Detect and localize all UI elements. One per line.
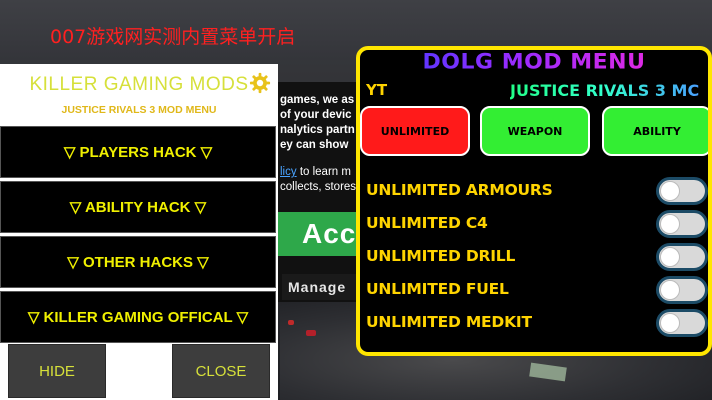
manage-button[interactable]: Manage (282, 274, 368, 300)
toggle-label-fuel: UNLIMITED FUEL (366, 280, 509, 298)
accept-button[interactable]: Acc (276, 212, 366, 256)
toggle-knob (660, 313, 680, 333)
toggle-knob (660, 280, 680, 300)
consent-text-line: ey can show (280, 139, 349, 151)
medkit-toggle[interactable] (656, 309, 708, 337)
can-prop (288, 320, 294, 325)
tab-unlimited[interactable]: UNLIMITED (360, 106, 470, 156)
fuel-toggle[interactable] (656, 276, 708, 304)
toggle-label-medkit: UNLIMITED MEDKIT (366, 313, 532, 331)
toggle-label-armours: UNLIMITED ARMOURS (366, 181, 553, 199)
ability-hack-button[interactable]: ▽ ABILITY HACK ▽ (0, 181, 276, 233)
toggle-label-c4: UNLIMITED C4 (366, 214, 488, 232)
toggle-knob (660, 181, 680, 201)
toggle-label-drill: UNLIMITED DRILL (366, 247, 516, 265)
tab-weapon[interactable]: WEAPON (480, 106, 590, 156)
privacy-policy-link[interactable]: licy (280, 166, 297, 178)
toggle-knob (660, 247, 680, 267)
game-name-label: JUSTICE RIVALS 3 MC (510, 81, 700, 100)
menu-subtitle: JUSTICE RIVALS 3 MOD MENU (61, 104, 217, 116)
other-hacks-button[interactable]: ▽ OTHER HACKS ▽ (0, 236, 276, 288)
menu-title: KILLER GAMING MODS (29, 74, 249, 95)
consent-dialog: games, we as of your devic nalytics part… (278, 82, 368, 302)
consent-text-line: to learn m (296, 166, 351, 178)
can-prop (306, 330, 316, 336)
consent-text-line: collects, stores (280, 181, 357, 193)
consent-text-line: of your devic (280, 109, 352, 121)
armours-toggle[interactable] (656, 177, 708, 205)
dolg-mod-menu: DOLG MOD MENU YT JUSTICE RIVALS 3 MC UNL… (356, 46, 712, 356)
drill-toggle[interactable] (656, 243, 708, 271)
watermark-banner: 007游戏网实测内置菜单开启 (50, 26, 296, 48)
yt-label: YT (366, 81, 388, 99)
consent-text-line: games, we as (280, 94, 355, 106)
hide-button[interactable]: HIDE (8, 344, 106, 398)
gear-icon[interactable] (249, 72, 271, 94)
tab-ability[interactable]: ABILITY (602, 106, 708, 156)
killer-gaming-official-button[interactable]: ▽ KILLER GAMING OFFICAL ▽ (0, 291, 276, 343)
players-hack-button[interactable]: ▽ PLAYERS HACK ▽ (0, 126, 276, 178)
menu-title: DOLG MOD MENU (360, 51, 708, 75)
c4-toggle[interactable] (656, 210, 708, 238)
toggle-knob (660, 214, 680, 234)
close-button[interactable]: CLOSE (172, 344, 270, 398)
consent-text-line: nalytics partn (280, 124, 355, 136)
